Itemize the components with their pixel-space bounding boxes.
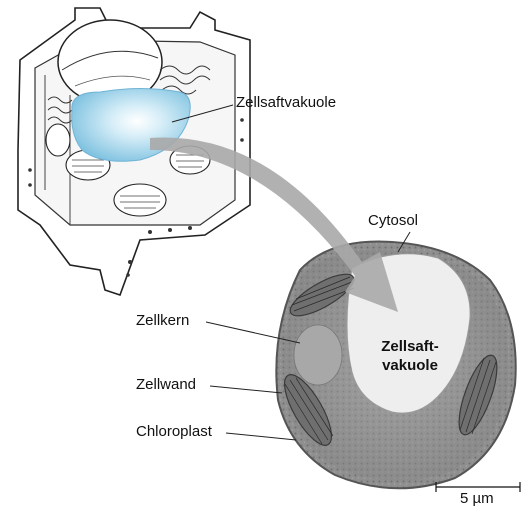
chloroplast-leader (226, 433, 296, 440)
cytosol-label: Cytosol (368, 212, 418, 229)
chloroplast-label: Chloroplast (136, 423, 212, 440)
scale-bar-label: 5 µm (460, 490, 494, 507)
vacuole-callout-label: Zellsaftvakuole (236, 94, 336, 111)
cell-wall-label: Zellwand (136, 376, 196, 393)
nucleus-label: Zellkern (136, 312, 189, 329)
vacuole-label-line2: vakuole (370, 356, 450, 375)
cell-wall-leader (210, 386, 282, 393)
vacuole-label-line1: Zellsaft- (370, 337, 450, 356)
